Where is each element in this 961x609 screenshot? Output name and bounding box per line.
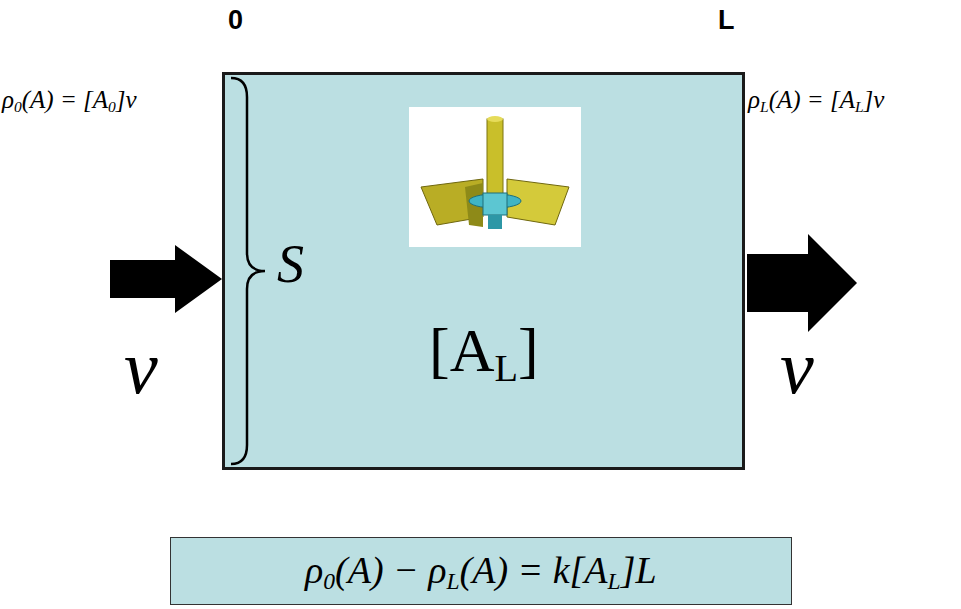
- position-label: 0: [228, 6, 243, 36]
- area-label: S: [277, 235, 304, 294]
- equation-box: ρ0(A) − ρL(A) = k[AL]L: [170, 537, 792, 605]
- flow-velocity: v: [780, 326, 814, 410]
- inflow-arrow: [110, 245, 222, 313]
- inflow-rate: ρ0(A) = [A0]v: [2, 86, 137, 114]
- reactor-tank: S [AL]: [222, 72, 745, 470]
- area-brace: [231, 78, 265, 464]
- outflow-arrow: [747, 234, 857, 332]
- position-label: L: [718, 6, 735, 36]
- impeller-picture: [409, 107, 581, 247]
- flow-velocity: v: [124, 326, 158, 410]
- concentration-label: [AL]: [429, 316, 539, 384]
- outflow-rate: ρL(A) = [AL]v: [748, 86, 884, 114]
- balance-equation: ρ0(A) − ρL(A) = k[AL]L: [305, 550, 657, 592]
